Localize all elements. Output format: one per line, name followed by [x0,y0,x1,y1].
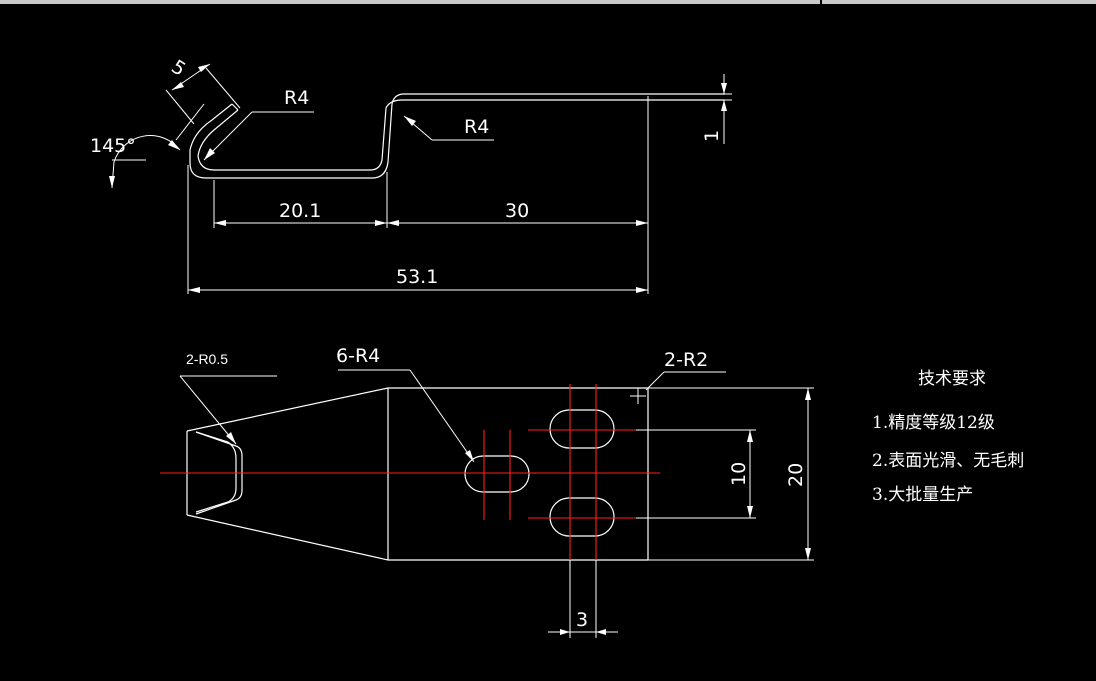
angle-145 [109,103,205,189]
tech-requirements: 技术要求 1.精度等级12级 2.表面光滑、无毛刺 3.大批量生产 [872,369,1024,505]
slot-bottom [549,497,615,537]
dim-line-5 [165,63,241,125]
label-2-r0-5: 2-R0.5 [186,351,228,367]
centerlines [160,384,660,568]
dim-line-20-1-and-30 [214,220,648,226]
plan-view-outline [186,387,649,561]
dim-3: 3 [576,609,588,631]
dim-10: 10 [728,462,750,486]
dim-r4-left: R4 [284,87,309,109]
dim-5: 5 [167,56,189,81]
dim-1: 1 [701,130,723,142]
tech-requirements-title: 技术要求 [918,369,986,389]
dim-line-3 [548,560,618,638]
window-top-bar [0,0,1096,4]
tech-requirement-2: 2.表面光滑、无毛刺 [872,451,1024,471]
dim-line-53-1 [188,287,648,293]
dim-30: 30 [505,200,529,222]
dim-20: 20 [785,463,807,487]
slot-left [464,455,530,493]
side-view-profile [189,93,725,179]
dim-line-20 [648,387,814,561]
dim-line-1 [721,74,727,144]
slot-top [549,409,615,449]
leader-6-r4 [338,369,475,463]
dim-145: 145° [90,135,136,157]
label-2-r2: 2-R2 [664,349,708,371]
leader-r4-right [403,115,494,141]
label-6-r4: 6-R4 [336,345,380,367]
dim-line-10 [636,429,756,519]
window-top-bar-separator [820,0,822,4]
leader-2-r0-5 [179,375,277,445]
tech-requirement-1: 1.精度等级12级 [872,413,995,433]
tech-requirement-3: 3.大批量生产 [872,485,973,505]
leader-r4-left [203,111,314,161]
side-view-extension-lines [187,93,732,294]
leader-2-r2 [630,371,726,404]
dim-20-1: 20.1 [279,200,321,222]
dim-53-1: 53.1 [396,266,438,288]
dim-r4-right: R4 [464,116,489,138]
